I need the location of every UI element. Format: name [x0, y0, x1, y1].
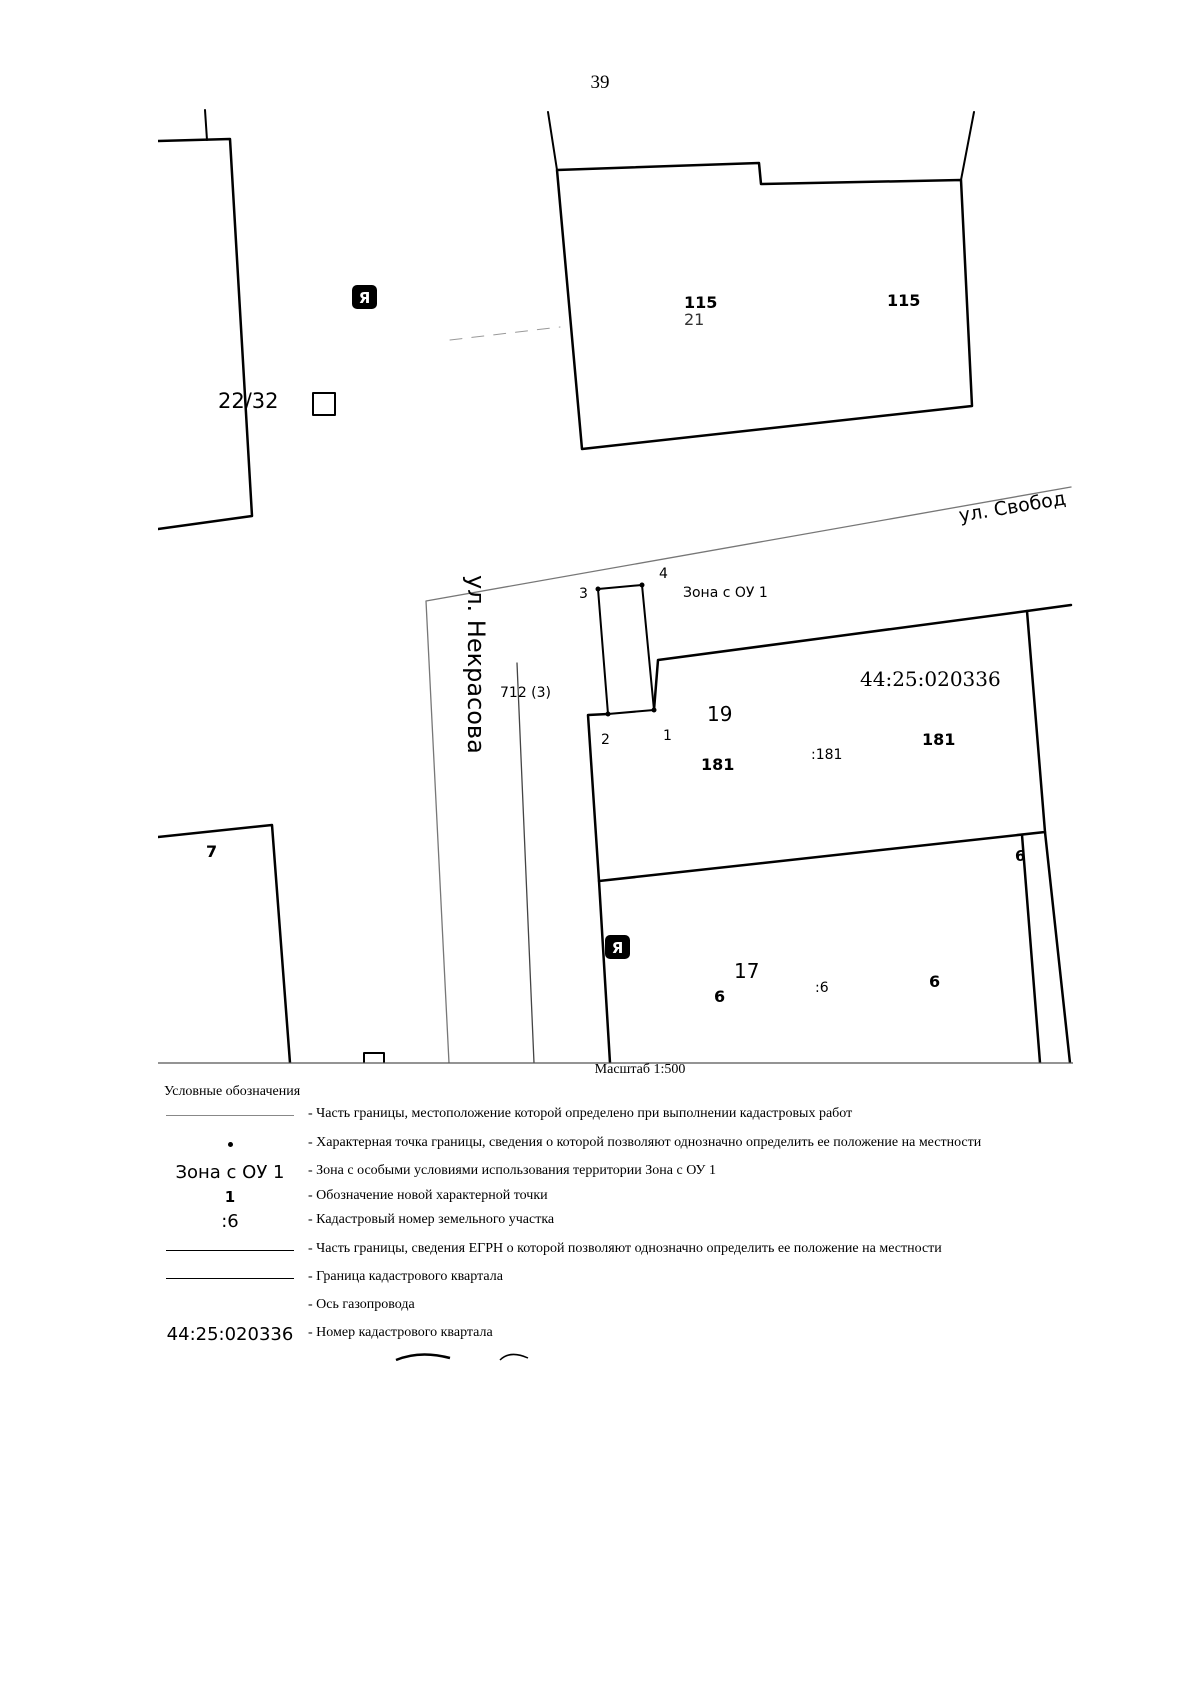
street-nekrasova-label: ул. Некрасова: [462, 575, 490, 754]
parcel-17-label-c: 6: [929, 972, 940, 991]
legend-title: Условные обозначения: [164, 1084, 301, 1099]
legend-symbol-quarter-number: 44:25:020336: [166, 1323, 294, 1345]
quarter-boundary: [425, 486, 1072, 1063]
point-3-dot: [595, 586, 601, 592]
building-2232-stub: [204, 109, 208, 141]
point-2-dot: [605, 711, 611, 717]
parcel-21-label-b: 115: [887, 291, 920, 310]
small-building: [312, 392, 336, 416]
gas-marker-icon: Я: [352, 285, 377, 309]
legend-symbol-gas-axis: [150, 1294, 310, 1318]
point-3-label: 3: [579, 586, 588, 602]
parcel-21-side-left: [547, 111, 558, 171]
legend-desc: - Обозначение новой характерной точки: [308, 1188, 548, 1203]
parcel-19-cadastral: :181: [811, 747, 842, 763]
gas-pipeline-axis: [516, 662, 535, 1063]
parcel-21-number: 21: [684, 310, 704, 329]
street-svobody-label: ул. Свобод: [957, 487, 1067, 527]
point-1-dot: [651, 707, 657, 713]
quarter-label: 44:25:020336: [860, 667, 1001, 691]
point-4-dot: [639, 582, 645, 588]
legend-desc: - Характерная точка границы, сведения о …: [308, 1135, 982, 1150]
legend-item: :6 - Кадастровый номер земельного участк…: [150, 1209, 1110, 1233]
legend-symbol-zone: Зона с ОУ 1: [175, 1161, 285, 1183]
legend-symbol-dot: [150, 1132, 310, 1156]
gas-marker-icon: Я: [605, 935, 630, 959]
legend-symbol-point-number: 1: [224, 1188, 236, 1206]
bottom-small-square: [363, 1052, 385, 1063]
point-1-label: 1: [663, 728, 672, 744]
parcel-19-outline: [586, 603, 1073, 883]
parcel-17-right-inner: [1020, 833, 1042, 1063]
legend-item: Зона с ОУ 1 - Зона с особыми условиями и…: [150, 1160, 1110, 1184]
legend-item: - Граница кадастрового квартала: [150, 1266, 1110, 1290]
parcel-6-corner-label: 6: [1015, 847, 1025, 865]
characteristic-points: [595, 582, 657, 717]
legend-item: - Часть границы, сведения ЕГРН о которой…: [150, 1238, 1110, 1262]
legend-symbol-cadastral-number: :6: [221, 1210, 239, 1232]
pipe-label: 712 (3): [500, 685, 551, 701]
legend-desc: - Зона с особыми условиями использования…: [308, 1163, 716, 1178]
cut-off-symbols: [395, 1353, 529, 1362]
legend-item: - Часть границы, местоположение которой …: [150, 1103, 1110, 1127]
parcel-21-label-a: 115: [684, 293, 717, 312]
parcel-17-cadastral: :6: [815, 980, 829, 996]
point-2-label: 2: [601, 732, 610, 748]
legend-desc: - Часть границы, местоположение которой …: [308, 1106, 853, 1121]
building-7-label: 7: [206, 842, 217, 861]
scale-label: Масштаб 1:500: [594, 1062, 686, 1077]
point-4-label: 4: [659, 566, 668, 582]
legend-item: 1 - Обозначение новой характерной точки: [150, 1185, 1110, 1209]
parcel-17-number: 17: [734, 959, 759, 983]
legend-item: - Ось газопровода: [150, 1294, 1110, 1318]
legend-desc: - Часть границы, сведения ЕГРН о которой…: [308, 1241, 942, 1256]
zone-label: Зона с ОУ 1: [683, 585, 768, 601]
parcel-17-label-a: 6: [714, 987, 725, 1006]
legend-item: - Характерная точка границы, сведения о …: [150, 1132, 1110, 1156]
building-7-outline: [158, 823, 292, 1063]
building-2232-label: 22/32: [218, 389, 279, 413]
legend-symbol-thin-line: [150, 1103, 310, 1127]
zone-ou1-rect: [597, 584, 655, 715]
parcel-19-number: 19: [707, 702, 732, 726]
parcel-19-top: [652, 609, 1029, 712]
parcel-19-label-a: 181: [701, 755, 734, 774]
page-number: 39: [590, 72, 610, 93]
legend-desc: - Кадастровый номер земельного участка: [308, 1212, 555, 1227]
parcel-21-side-right: [960, 111, 975, 181]
legend-item: 44:25:020336 - Номер кадастрового кварта…: [150, 1322, 1110, 1346]
svg-text:Я: Я: [359, 289, 371, 307]
parcel-19-label-c: 181: [922, 730, 955, 749]
svg-text:Я: Я: [612, 939, 624, 957]
parcel-17-outline: [597, 879, 612, 1063]
legend-desc: - Ось газопровода: [308, 1297, 415, 1312]
legend-symbol-quarter-line: [150, 1266, 310, 1290]
legend-desc: - Номер кадастрового квартала: [308, 1325, 493, 1340]
building-2232-outline: [158, 137, 254, 531]
legend-symbol-egrn-line: [150, 1238, 310, 1262]
dash-fragment: [449, 326, 561, 341]
parcel-17-right-outer: [1043, 830, 1072, 1063]
legend-desc: - Граница кадастрового квартала: [308, 1269, 503, 1284]
